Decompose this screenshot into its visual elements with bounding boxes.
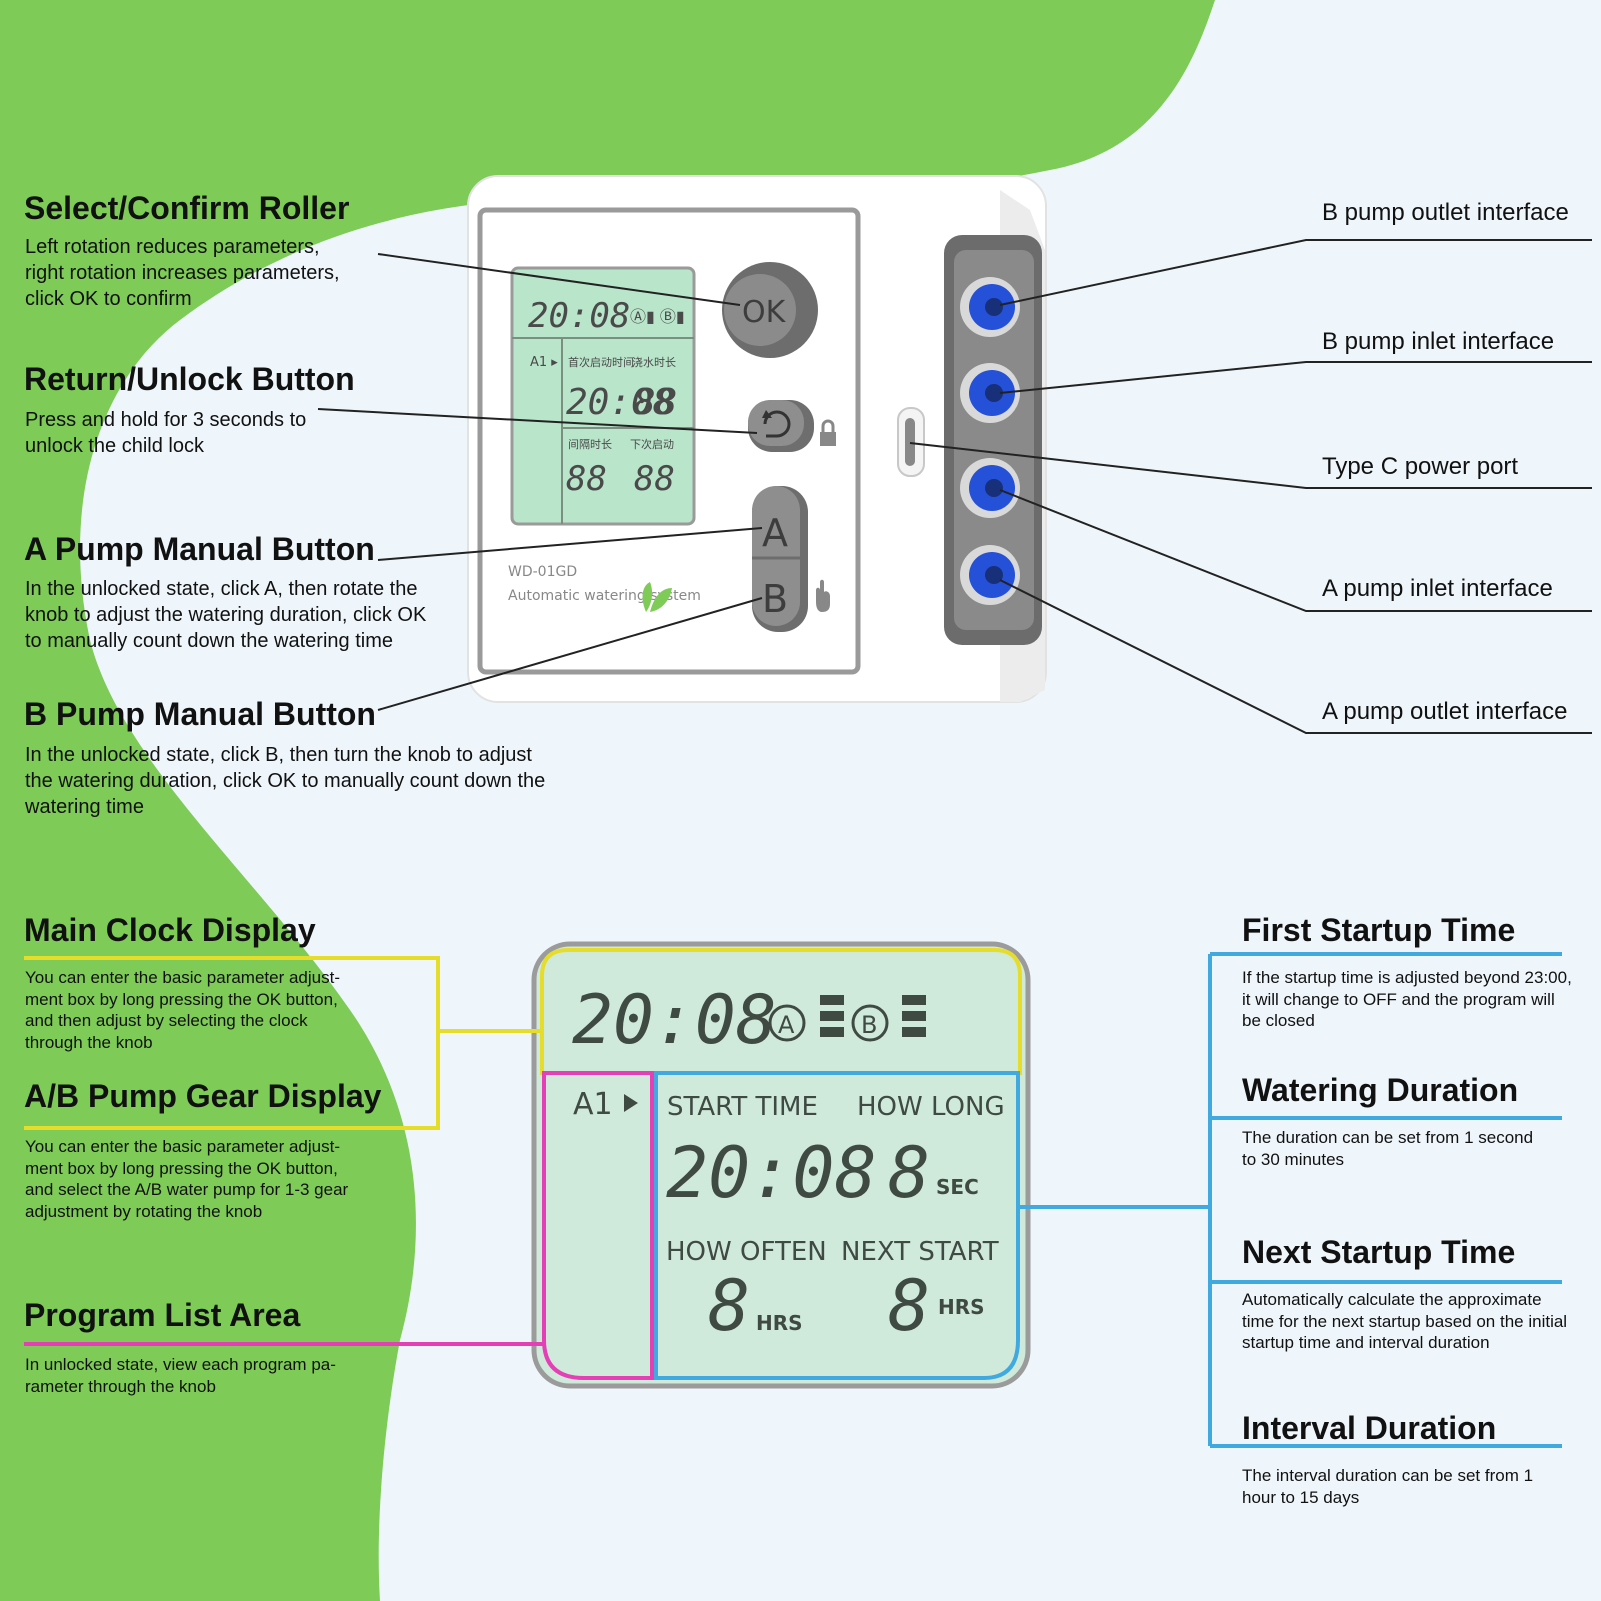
display-title-watering-duration: Watering Duration (1242, 1072, 1519, 1108)
lcd-connectors (24, 952, 1562, 1448)
display-title-main-clock: Main Clock Display (24, 912, 316, 948)
ok-knob: OK (722, 262, 818, 358)
display-title-interval: Interval Duration (1242, 1410, 1497, 1446)
leaf-logo-icon (642, 582, 672, 612)
how-often-value: 8 (708, 1265, 750, 1347)
callout-title-roller: Select/Confirm Roller (24, 190, 350, 226)
display-title-gear: A/B Pump Gear Display (24, 1078, 382, 1114)
button-a-label: A (762, 511, 788, 555)
how-long-label: HOW LONG (857, 1092, 1005, 1122)
ab-buttons: A B (752, 486, 808, 632)
display-text-main-clock: You can enter the basic parameter adjust… (25, 968, 341, 1052)
display-text-first-startup: If the startup time is adjusted beyond 2… (1242, 968, 1572, 1030)
device-lcd-val3: 88 (566, 459, 607, 499)
callout-text-a-pump: In the unlocked state, click A, then rot… (25, 578, 427, 652)
label-b-pump-inlet: B pump inlet interface (1322, 328, 1555, 355)
label-a-pump-inlet: A pump inlet interface (1322, 575, 1553, 602)
button-b-label: B (762, 577, 788, 621)
next-start-label: NEXT START (841, 1237, 999, 1267)
how-long-unit: SEC (936, 1175, 979, 1199)
device-lcd-program: A1 ▸ (530, 355, 558, 370)
callout-text-b-pump: In the unlocked state, click B, then tur… (25, 744, 546, 818)
start-time-label: START TIME (667, 1092, 818, 1122)
device-lcd-col2: 浇水时长 (632, 356, 676, 369)
device-lcd-col3: 间隔时长 (568, 438, 612, 451)
display-text-gear: You can enter the basic parameter adjust… (25, 1137, 349, 1221)
port-b-inlet (960, 363, 1020, 423)
pump-a-indicator: A (778, 1011, 795, 1039)
display-text-watering-duration: The duration can be set from 1 second to… (1242, 1128, 1534, 1169)
type-c-port (897, 407, 925, 477)
display-title-next-startup: Next Startup Time (1242, 1234, 1516, 1270)
label-a-pump-outlet: A pump outlet interface (1322, 698, 1568, 725)
callout-title-a-pump: A Pump Manual Button (24, 531, 375, 567)
leader-lines-top (317, 239, 1592, 734)
next-start-unit: HRS (938, 1295, 985, 1319)
display-text-interval: The interval duration can be set from 1 … (1242, 1466, 1534, 1507)
pump-b-indicator: B (861, 1011, 877, 1039)
callout-title-return: Return/Unlock Button (24, 361, 355, 397)
display-text-next-startup: Automatically calculate the approximate … (1242, 1290, 1568, 1352)
svg-text:Ⓐ▮ Ⓑ▮: Ⓐ▮ Ⓑ▮ (630, 307, 685, 326)
display-text-program-list: In unlocked state, view each program pa-… (25, 1355, 336, 1396)
device: 20:08 Ⓐ▮ Ⓑ▮ A1 ▸ 首次启动时间 浇水时长 20:08 88 间隔… (467, 175, 1047, 703)
device-lcd-time: 20:08 (528, 296, 630, 336)
device-lcd (510, 266, 696, 526)
label-b-pump-outlet: B pump outlet interface (1322, 199, 1569, 226)
lcd-closeup: A B 20:08 A1 START TIME HOW LONG 20:08 8… (531, 941, 1031, 1389)
device-model: WD-01GD (508, 564, 577, 580)
return-unlock-button (748, 400, 814, 452)
how-often-label: HOW OFTEN (666, 1237, 827, 1267)
svg-text:OK: OK (742, 295, 787, 330)
device-subtitle: Automatic watering system (508, 588, 701, 604)
next-start-value: 8 (888, 1265, 930, 1347)
how-long-value: 8 (888, 1132, 930, 1214)
display-title-program-list: Program List Area (24, 1297, 301, 1333)
callout-text-return: Press and hold for 3 seconds to unlock t… (25, 409, 307, 457)
port-a-outlet (960, 545, 1020, 605)
callout-text-roller: Left rotation reduces parameters, right … (25, 236, 340, 310)
device-lcd-col1: 首次启动时间 (568, 355, 634, 369)
device-lcd-big2: 88 (634, 382, 677, 423)
callout-title-b-pump: B Pump Manual Button (24, 696, 376, 732)
green-background-shape (0, 0, 1215, 1601)
how-often-unit: HRS (756, 1311, 803, 1335)
start-time-value: 20:08 (666, 1132, 877, 1214)
lcd-program-label: A1 (573, 1087, 613, 1122)
param-box-blue (654, 1071, 1020, 1380)
device-lcd-big: 20:08 (566, 382, 674, 423)
label-type-c-port: Type C power port (1322, 453, 1519, 480)
clock-box-yellow (540, 948, 1022, 1075)
play-arrow-icon (624, 1094, 638, 1112)
program-box-magenta (542, 1071, 654, 1380)
lock-icon (820, 419, 836, 446)
lcd-main-clock: 20:08 (572, 981, 777, 1060)
port-a-inlet (960, 458, 1020, 518)
port-b-outlet (960, 277, 1020, 337)
device-lcd-val4: 88 (634, 459, 675, 499)
device-lcd-col4: 下次启动 (630, 437, 674, 451)
display-title-first-startup: First Startup Time (1242, 912, 1516, 948)
hand-icon (816, 579, 830, 612)
